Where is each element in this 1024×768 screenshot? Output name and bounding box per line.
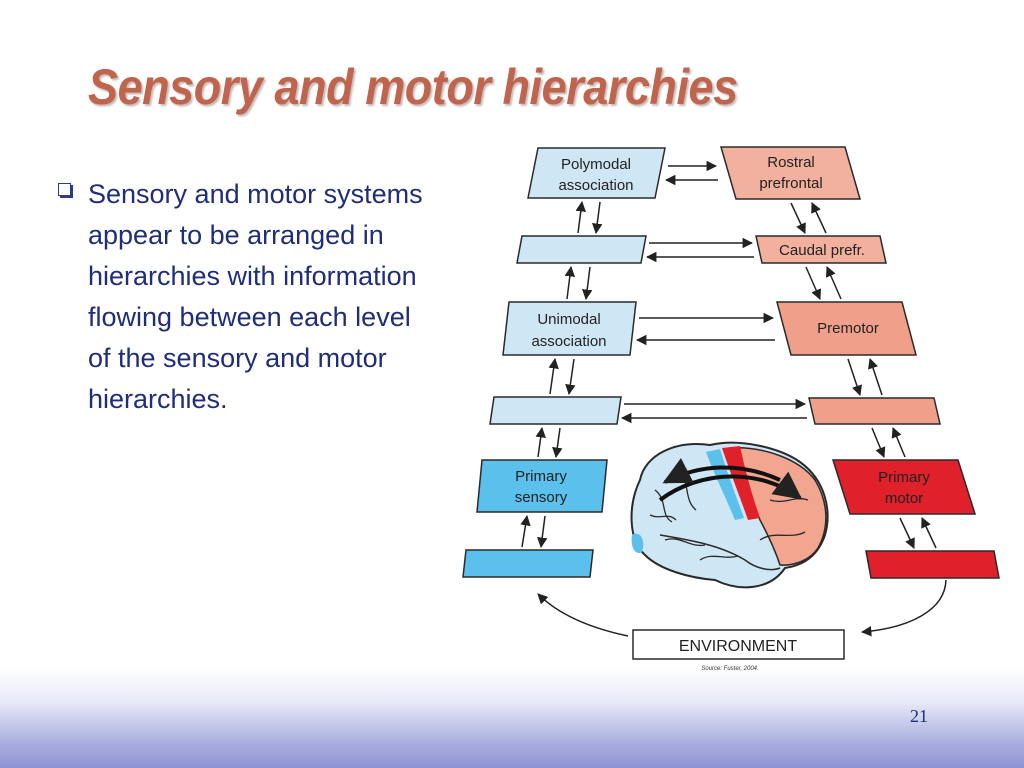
bullet-text: Sensory and motor systems appear to be a… [88,179,423,414]
box-sensory-level-6 [462,549,594,578]
bullet-item: Sensory and motor systems appear to be a… [58,174,438,420]
environment-label: ENVIRONMENT [679,638,797,655]
box-motor-level-6 [865,550,1000,579]
box-caudal-prefrontal [755,235,887,264]
rostral-label-1: Rostral [767,154,815,171]
rostral-label-2: prefrontal [759,175,822,192]
box-rostral-prefrontal [720,146,861,200]
environment-box [632,629,845,660]
box-primary-motor [831,459,977,515]
box-primary-sensory [476,459,608,513]
box-premotor [776,301,917,356]
slide-title: Sensory and motor hierarchies [88,59,738,115]
unimodal-label-1: Unimodal [537,311,600,328]
box-polymodal-association [527,147,666,199]
polymodal-label-2: association [558,177,633,194]
page-number: 21 [910,706,928,726]
premotor-label: Premotor [817,320,879,337]
source-caption: Source: Fuster, 2004. [701,666,758,672]
primary-motor-label-2: motor [885,490,923,507]
box-motor-level-4 [808,397,941,425]
unimodal-label-2: association [531,333,606,350]
brain-illustration [630,441,829,589]
footer-gradient [0,668,1024,768]
environment-arrows [537,579,947,637]
motor-vertical-arrows [790,202,937,549]
sensory-vertical-arrows [520,200,603,549]
checkbox-bullet-icon [58,183,71,196]
primary-sensory-label-2: sensory [515,489,568,506]
primary-motor-label-1: Primary [878,469,930,486]
horizontal-arrows [620,160,807,424]
primary-sensory-label-1: Primary [515,468,567,485]
box-sensory-level-4 [489,396,622,425]
box-unimodal-association [502,301,637,356]
caudal-label: Caudal prefr. [779,242,865,259]
polymodal-label-1: Polymodal [561,156,631,173]
box-sensory-level-2 [516,235,647,264]
